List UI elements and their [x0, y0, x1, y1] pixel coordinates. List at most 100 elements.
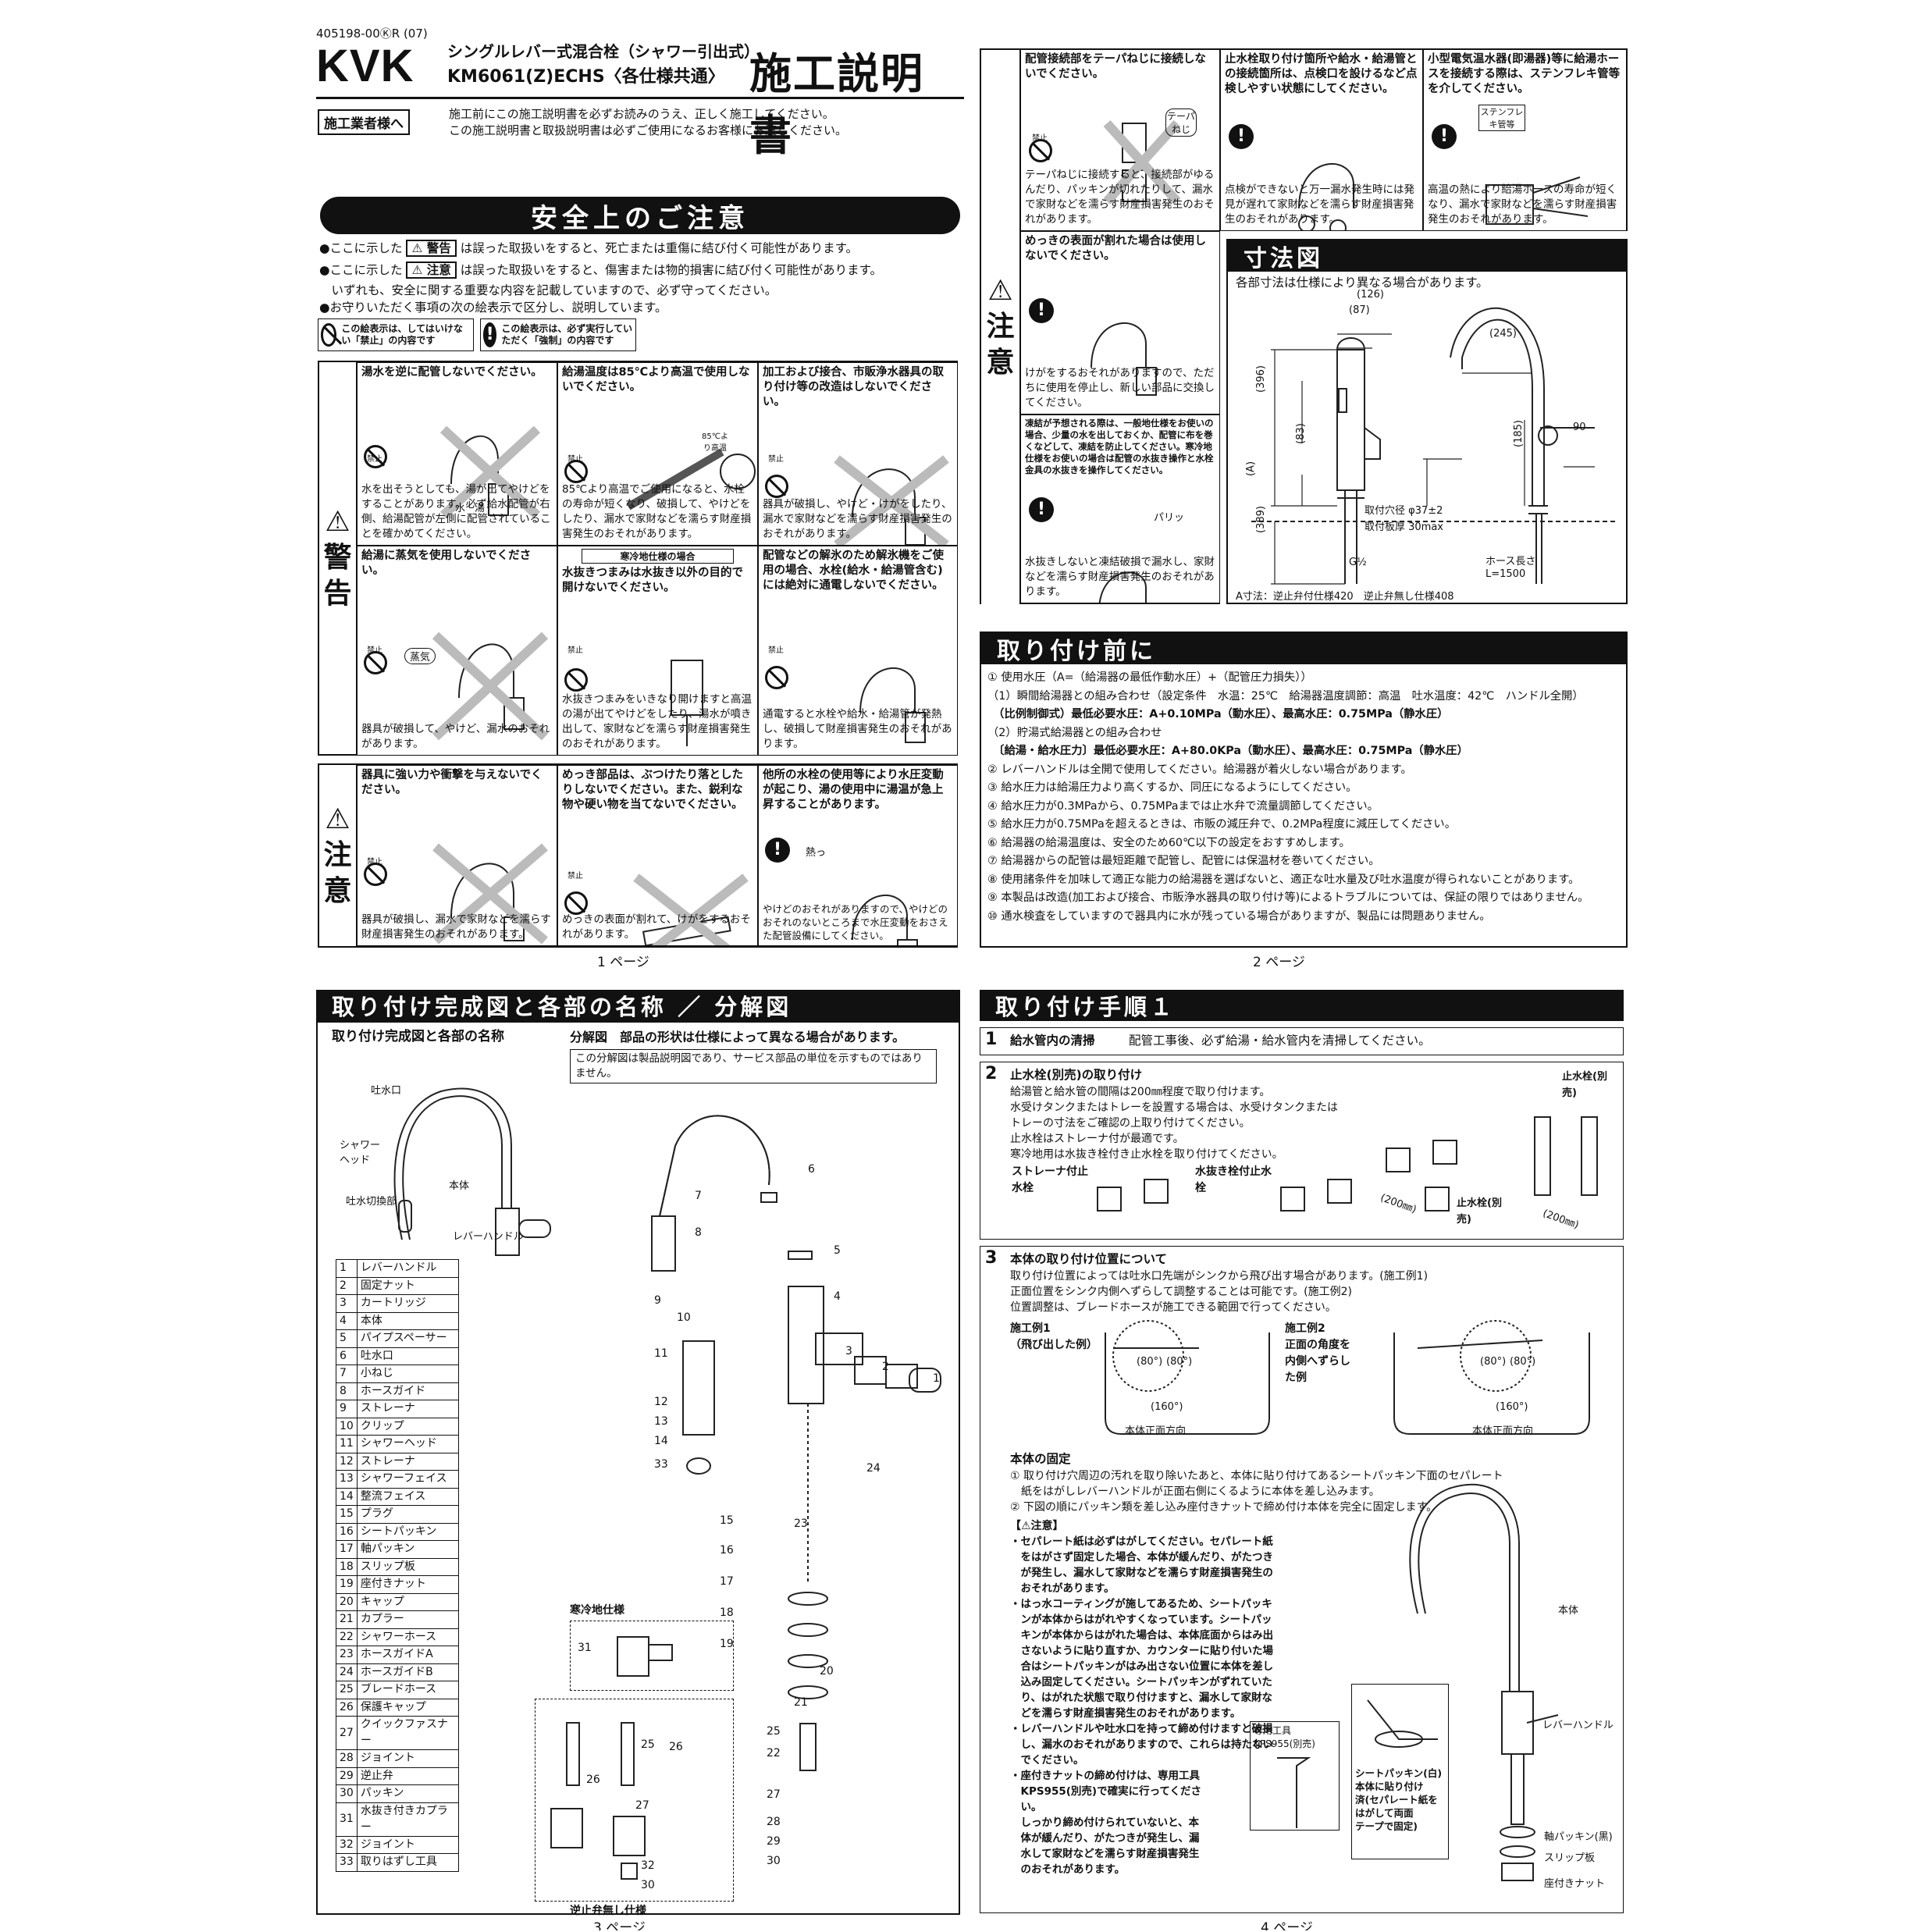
part-name: 保護キャップ	[356, 1698, 459, 1717]
caution-item: ・はっ水コーティングが施してあるため、シートパッキ	[1010, 1598, 1272, 1610]
prohibit-icon	[364, 863, 387, 886]
part-name: シャワーヘッド	[356, 1435, 459, 1453]
before-install-item: （比例制御式）最低必要水圧：A+0.10MPa（動水圧）、最高水圧：0.75MP…	[987, 708, 1449, 720]
step-3: 3 本体の取り付け位置について 取り付け位置によっては吐水口先端がシンクから飛び…	[980, 1246, 1624, 1913]
legend-mandatory: ! この絵表示は、必ず実行していただく「強制」の内容です	[480, 318, 636, 351]
assembly-subtitle: 取り付け完成図と各部の名称	[332, 1029, 504, 1044]
part-number: 3	[336, 1294, 358, 1313]
part-name: レバーハンドル	[356, 1259, 459, 1278]
part-name: ストレーナ	[356, 1452, 459, 1471]
before-install-item: ③ 給水圧力は給湯圧力より高くするか、同圧になるようにしてください。	[987, 781, 1357, 794]
mandatory-icon: !	[1229, 124, 1254, 149]
warning-cell-6: 配管などの解氷のため解氷機をご使用の場合、水栓(給水・給湯管含む)には絶対に通電…	[758, 546, 958, 756]
callout: 18	[720, 1606, 734, 1619]
doc-number: 405198-00ⓀR (07)	[316, 27, 428, 41]
doc-title: 施工説明書	[749, 49, 924, 160]
part-name: 座付きナット	[356, 1575, 459, 1594]
prohibit-icon	[321, 323, 337, 347]
no-check-box: 25 26 27 32 30	[535, 1699, 734, 1902]
part-name: クイックファスナー	[356, 1716, 459, 1750]
prohibit-icon	[765, 666, 788, 689]
part-number: 28	[336, 1749, 358, 1768]
part-number: 26	[336, 1698, 358, 1717]
part-number: 17	[336, 1540, 358, 1559]
part-name: カートリッジ	[356, 1294, 459, 1313]
page-number-2: 2 ページ	[1253, 955, 1305, 968]
caution-block: ⚠注意 器具に強い力や衝撃を与えないでください。 禁止 器具が破損し、漏水で家財…	[318, 763, 958, 948]
label-axial-packing: 軸パッキン(黒)	[1544, 1831, 1613, 1843]
label-body: 本体	[449, 1180, 470, 1192]
sheet-packing-drawing	[1367, 1699, 1438, 1748]
part-number: 18	[336, 1557, 358, 1576]
before-install-list: ① 使用水圧（A=（給湯器の最低作動水圧）+（配管圧力損失））（1）瞬間給湯器と…	[987, 669, 1621, 926]
caution-item: い。	[1010, 1801, 1042, 1813]
part-number: 5	[336, 1329, 358, 1348]
callout: 32	[641, 1859, 655, 1872]
no-check-drawing	[550, 1722, 646, 1880]
prohibit-icon	[564, 668, 588, 692]
part-name: プラグ	[356, 1505, 459, 1524]
part-name: 整流フェイス	[356, 1487, 459, 1506]
part-number: 27	[336, 1716, 358, 1750]
part-name: シートパッキン	[356, 1522, 459, 1541]
page-number-3: 3 ページ	[593, 1920, 646, 1930]
warning-cell-3: 加工および接合、市販浄水器具の取り付け等の改造はしないでください。 禁止 器具が…	[758, 362, 958, 546]
safety-line-1: ●ここに示した ⚠ 警告 は誤った取扱いをすると、死亡または重傷に結び付く可能性…	[319, 240, 859, 257]
heater-illustration	[1485, 176, 1589, 225]
example-1-title: 施工例1（飛び出した例）	[1010, 1322, 1098, 1351]
exploded-note: この分解図は製品説明図であり、サービス部品の単位を示すものではありません。	[570, 1049, 937, 1083]
part-name: カプラー	[356, 1610, 459, 1629]
inspection-illustration	[1298, 162, 1354, 230]
caution-item: KPS955(別売)で確実に行ってくださ	[1010, 1785, 1202, 1798]
callout: 25	[641, 1738, 655, 1751]
part-number: 7	[336, 1364, 358, 1383]
cold-spec-box	[570, 1621, 734, 1691]
dimension-section: 寸法図 各部寸法は仕様により異なる場合があります。	[1226, 239, 1628, 604]
callout: 12	[654, 1396, 668, 1408]
part-name: ホースガイド	[356, 1382, 459, 1400]
caution-item: どを濡らす財産損害発生のおそれがあります。	[1010, 1707, 1241, 1720]
legend-prohibit: この絵表示は、してはいけない「禁止」の内容です	[318, 318, 474, 351]
part-number: 30	[336, 1784, 358, 1803]
prohibit-icon	[364, 651, 387, 674]
label-slip-plate: スリップ板	[1544, 1852, 1596, 1864]
page-3: 取り付け完成図と各部の名称 ／ 分解図 取り付け完成図と各部の名称 分解図 部品…	[316, 990, 964, 1930]
dimension-note: 各部寸法は仕様により異なる場合があります。	[1236, 276, 1489, 290]
callout: 29	[767, 1835, 781, 1848]
part-number: 4	[336, 1311, 358, 1330]
part-name: ブレードホース	[356, 1681, 459, 1699]
caution-item: ・セパレート紙は必ずはがしてください。セパレート紙	[1010, 1535, 1273, 1548]
callout: 1	[933, 1372, 940, 1385]
page3-title: 取り付け完成図と各部の名称 ／ 分解図	[316, 990, 960, 1021]
callout: 27	[767, 1788, 781, 1801]
part-number: 13	[336, 1470, 358, 1489]
part-number: 14	[336, 1487, 358, 1506]
before-install-item: ② レバーハンドルは全開で使用してください。給湯器が着火しない場合があります。	[987, 763, 1412, 776]
callout: 11	[654, 1347, 668, 1360]
mandatory-icon: !	[1029, 298, 1054, 323]
plating-illustration	[633, 873, 749, 945]
warning-cell-2: 給湯温度は85℃より高温で使用しないでください。 禁止 85℃より高温 85℃よ…	[557, 362, 758, 546]
page3-frame	[316, 1021, 960, 1915]
tool-icon	[1277, 1757, 1311, 1828]
product-model: KM6061(Z)ECHS〈各仕様共通〉	[447, 67, 725, 87]
scald-illustration	[852, 894, 918, 945]
callout: 26	[669, 1741, 683, 1753]
part-name: ジョイント	[356, 1835, 459, 1854]
fix-lines: ① 取り付け穴周辺の汚れを取り除いたあと、本体に貼り付けてあるシートパッキン下面…	[1010, 1470, 1503, 1514]
mandatory-icon: !	[765, 838, 790, 863]
part-name: ストレーナ	[356, 1400, 459, 1418]
caution-item: ンが本体からはがれやすくなっています。シートパッ	[1010, 1614, 1272, 1626]
